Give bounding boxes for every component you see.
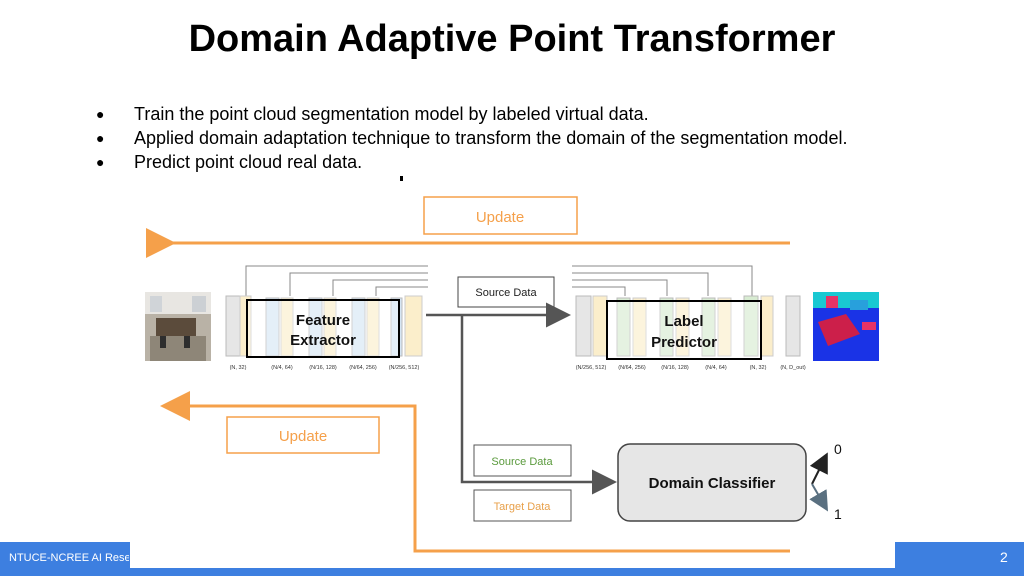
domain-classifier-label: Domain Classifier bbox=[649, 475, 776, 492]
domain-classifier-box bbox=[617, 443, 807, 522]
encoder-dim-label: (N/64, 256) bbox=[349, 365, 377, 371]
source-data-label-bottom: Source Data bbox=[491, 456, 553, 468]
decoder-dim-label: (N/16, 128) bbox=[661, 365, 689, 371]
feature-extractor-label: Extractor bbox=[290, 332, 356, 349]
feature-extractor-label: Feature bbox=[296, 312, 350, 329]
feature-extractor-box bbox=[246, 299, 400, 358]
update-arrow-bottom-line bbox=[392, 404, 790, 553]
extractor-to-classifier-arrow bbox=[460, 315, 617, 495]
bullet-dot: ● bbox=[96, 106, 105, 122]
encoder-dim-label: (N/16, 128) bbox=[309, 365, 337, 371]
bullet-item: ● Predict point cloud real data. bbox=[96, 150, 847, 174]
label-predictor-box bbox=[606, 300, 762, 360]
target-data-box bbox=[473, 489, 572, 522]
page-number: 2 bbox=[1000, 549, 1008, 565]
bullet-text: Predict point cloud real data. bbox=[134, 152, 363, 172]
decoder-dim-label: (N/64, 256) bbox=[618, 365, 646, 371]
room-photo-icon bbox=[145, 292, 211, 361]
output-label-0: 0 bbox=[834, 441, 842, 457]
bullet-item: ● Applied domain adaptation technique to … bbox=[96, 126, 847, 150]
decoder-dim-label: (N/256, 512) bbox=[576, 365, 607, 371]
encoder-dim-label: (N/4, 64) bbox=[271, 365, 293, 371]
bullet-text: Train the point cloud segmentation model… bbox=[134, 104, 649, 124]
encoder-dim-label: (N, 32) bbox=[230, 365, 247, 371]
update-label-bottom: Update bbox=[279, 428, 327, 445]
output-label-1: 1 bbox=[834, 506, 842, 522]
footer-text: NTUCE-NCREE AI Resea bbox=[9, 552, 129, 564]
bullet-dot: ● bbox=[96, 154, 105, 170]
source-data-label-top: Source Data bbox=[475, 287, 537, 299]
output-arrow-0 bbox=[809, 452, 828, 485]
bullet-dot: ● bbox=[96, 130, 105, 146]
bullet-list: ● Train the point cloud segmentation mode… bbox=[96, 102, 847, 174]
output-arrow-1 bbox=[809, 483, 829, 512]
bullet-text: Applied domain adaptation technique to t… bbox=[134, 128, 848, 148]
stray-mark bbox=[400, 176, 403, 181]
decoder-dim-label: (N, D_out) bbox=[780, 365, 806, 371]
decoder-dim-label: (N, 32) bbox=[750, 365, 767, 371]
decoder-dim-labels: (N/256, 512) (N/64, 256) (N/16, 128) (N/… bbox=[576, 365, 806, 371]
update-box-top bbox=[423, 196, 578, 235]
encoder-dim-labels: (N, 32) (N/4, 64) (N/16, 128) (N/64, 256… bbox=[230, 365, 420, 371]
source-data-box-top bbox=[457, 276, 555, 308]
encoder-skip-connections bbox=[245, 265, 428, 296]
decoder-skip-connections bbox=[572, 265, 753, 296]
source-data-box-bottom bbox=[473, 444, 572, 477]
label-predictor-label: Predictor bbox=[651, 334, 717, 351]
update-label-top: Update bbox=[476, 209, 524, 226]
bullet-item: ● Train the point cloud segmentation mode… bbox=[96, 102, 847, 126]
slide-title: Domain Adaptive Point Transformer bbox=[188, 18, 836, 60]
decoder-layers bbox=[575, 295, 801, 357]
decoder-dim-label: (N/4, 64) bbox=[705, 365, 727, 371]
target-data-label: Target Data bbox=[494, 501, 552, 513]
label-predictor-label: Label bbox=[664, 313, 703, 330]
encoder-dim-label: (N/256, 512) bbox=[389, 365, 420, 371]
segmented-pointcloud-icon bbox=[813, 292, 879, 361]
update-box-bottom bbox=[226, 416, 380, 454]
